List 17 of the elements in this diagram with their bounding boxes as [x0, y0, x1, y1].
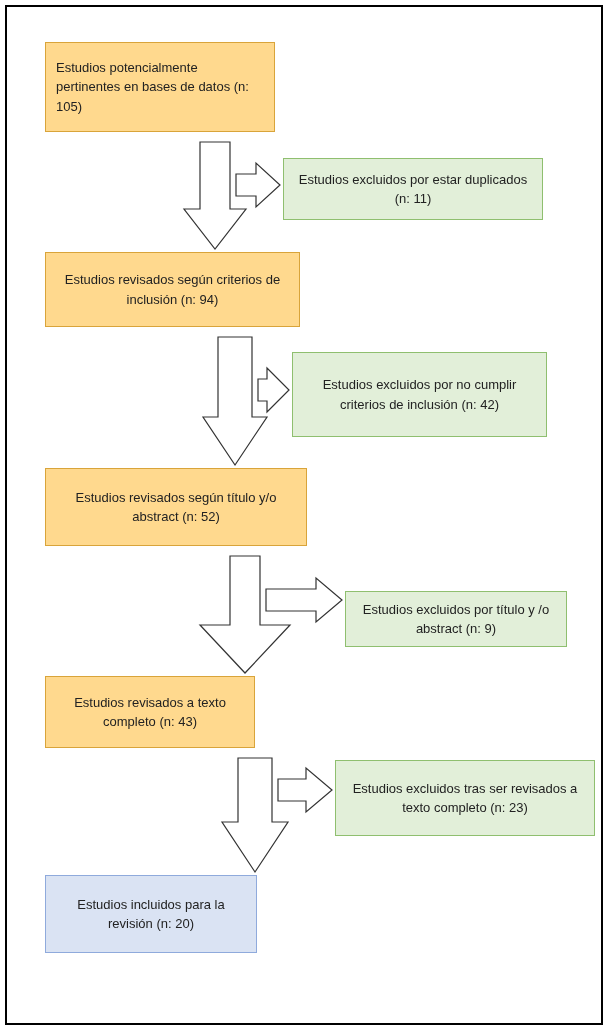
exclusion-box: Estudios excluidos por título y /o abstract (n: 9)	[345, 591, 567, 647]
process-box: Estudios revisados según título y/o abstract (n: 52)	[45, 468, 307, 546]
block-arrow	[201, 336, 269, 467]
block-arrow	[198, 555, 292, 674]
process-box: Estudios revisados según criterios de inclusión (n: 94)	[45, 252, 300, 327]
process-box: Estudios potencialmente pertinentes en bases de datos (n: 105)	[45, 42, 275, 132]
block-arrow	[265, 576, 343, 624]
block-arrow	[220, 757, 290, 874]
exclusion-box: Estudios excluidos tras ser revisados a texto completo (n: 23)	[335, 760, 595, 836]
result-box: Estudios incluidos para la revisión (n: 20)	[45, 875, 257, 953]
exclusion-box: Estudios excluidos por estar duplicados (n: 11)	[283, 158, 543, 220]
block-arrow	[235, 161, 281, 209]
block-arrow	[182, 141, 248, 250]
exclusion-box: Estudios excluidos por no cumplir criterios de inclusión (n: 42)	[292, 352, 547, 437]
process-box: Estudios revisados a texto completo (n: 43)	[45, 676, 255, 748]
block-arrow	[277, 766, 333, 814]
block-arrow	[257, 366, 290, 414]
